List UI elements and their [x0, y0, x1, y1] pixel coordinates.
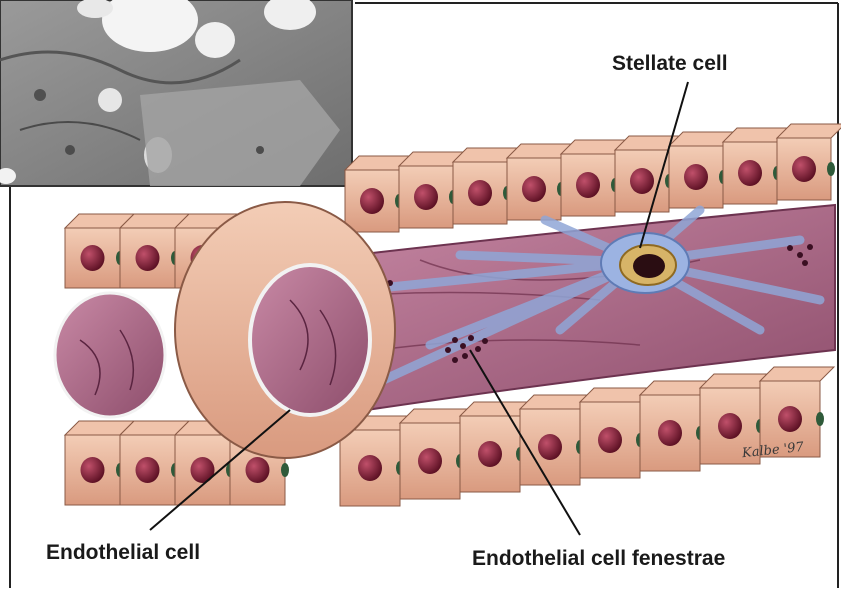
- nucleus-icon: [792, 156, 816, 182]
- nucleus-icon: [538, 434, 562, 460]
- nucleus-icon: [598, 427, 622, 453]
- nucleus-icon: [81, 457, 105, 483]
- endothelial-cell-label: Endothelial cell: [46, 541, 200, 565]
- nucleus-icon: [718, 413, 742, 439]
- nucleus-icon: [136, 457, 160, 483]
- nucleus-icon: [468, 180, 492, 206]
- hepatocyte-icon: [777, 124, 841, 200]
- junction-icon: [281, 463, 289, 477]
- nucleus-icon: [738, 160, 762, 186]
- nucleus-icon: [360, 188, 384, 214]
- hepatocyte-ring: [175, 202, 395, 458]
- nucleus-icon: [81, 245, 105, 271]
- nucleus-icon: [136, 245, 160, 271]
- junction-icon: [816, 412, 824, 426]
- nucleus-icon: [414, 184, 438, 210]
- fenestrae-label: Endothelial cell fenestrae: [472, 547, 725, 571]
- nucleus-icon: [576, 172, 600, 198]
- nucleus-icon: [522, 176, 546, 202]
- nucleus-icon: [478, 441, 502, 467]
- micrograph-inset: [0, 0, 352, 186]
- junction-icon: [827, 162, 835, 176]
- nucleus-icon: [778, 406, 802, 432]
- sinusoid-left: [55, 293, 165, 417]
- nucleus-icon: [684, 164, 708, 190]
- stellate-cell-label: Stellate cell: [612, 52, 728, 76]
- nucleus-icon: [418, 448, 442, 474]
- nucleus-icon: [630, 168, 654, 194]
- nucleus-icon: [246, 457, 270, 483]
- nucleus-icon: [358, 455, 382, 481]
- nucleus-icon: [658, 420, 682, 446]
